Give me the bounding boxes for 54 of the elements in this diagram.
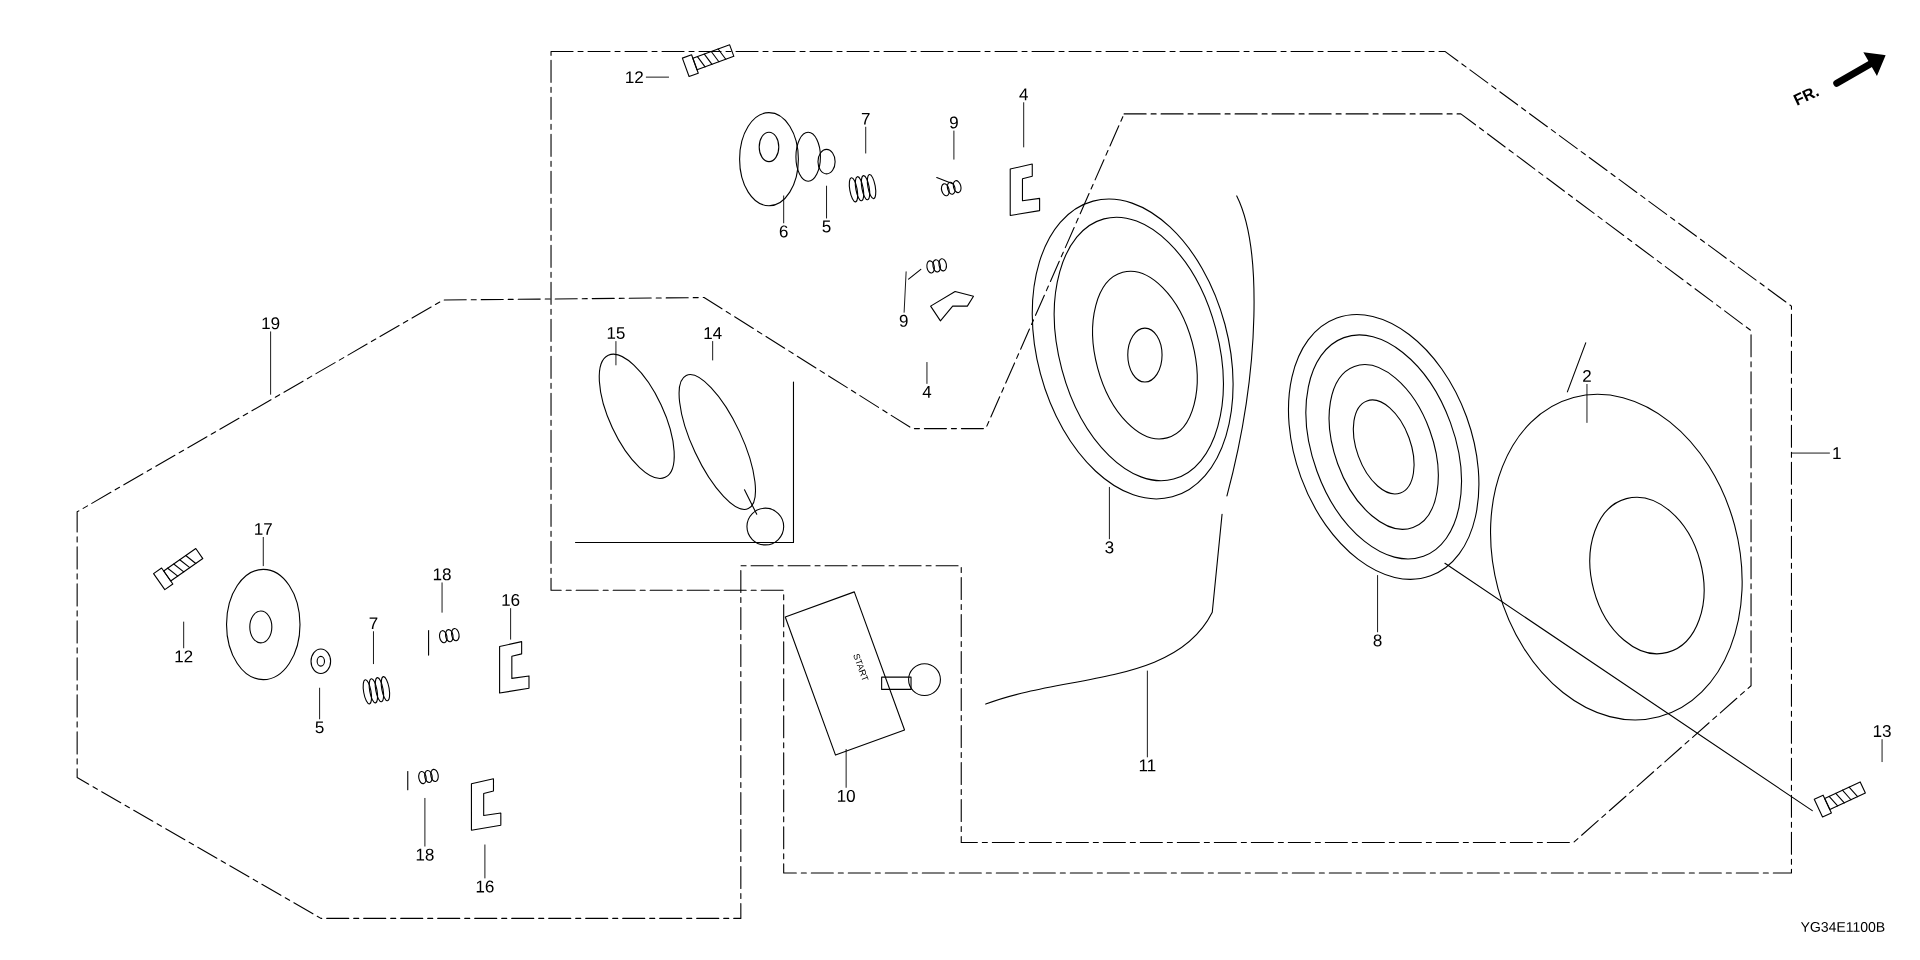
callout-number: 5 xyxy=(315,721,324,734)
drawing-code: YG34E1100B xyxy=(1800,922,1885,932)
callout-number: 7 xyxy=(861,112,870,125)
callout-number: 5 xyxy=(822,220,831,233)
callout-number: 11 xyxy=(1139,759,1156,772)
leader-line xyxy=(1023,102,1025,148)
leader-line xyxy=(1791,452,1830,454)
callout-number: 4 xyxy=(922,386,932,398)
leader-line xyxy=(262,536,264,567)
leader-line xyxy=(1146,670,1148,758)
callout-number: 18 xyxy=(416,848,434,861)
leader-line xyxy=(615,341,617,366)
leader-line xyxy=(270,331,272,395)
callout-number: 4 xyxy=(1019,88,1028,101)
leader-line xyxy=(1108,486,1110,540)
leader-line xyxy=(1586,383,1588,423)
callout-number: 3 xyxy=(1105,541,1114,554)
callout-number: 8 xyxy=(1373,634,1382,647)
leader-line xyxy=(826,185,827,219)
leader-line xyxy=(373,631,374,665)
leader-line xyxy=(783,195,785,224)
leader-line xyxy=(845,748,847,788)
callout-number: 2 xyxy=(1583,370,1591,382)
leader-line xyxy=(953,130,955,160)
callout-number: 9 xyxy=(949,116,958,129)
leader-line xyxy=(484,844,486,879)
callout-number: 17 xyxy=(255,523,272,535)
leader-line xyxy=(712,341,714,361)
callout-number: 16 xyxy=(476,880,494,893)
callout-number: 14 xyxy=(704,327,722,339)
leader-line xyxy=(903,271,907,313)
leader-line xyxy=(1881,739,1883,763)
leader-line xyxy=(441,582,443,613)
leader-line xyxy=(865,126,867,154)
callout-number: 1 xyxy=(1833,447,1841,459)
leader-line xyxy=(926,362,928,384)
leader-line xyxy=(510,608,512,640)
leader-line xyxy=(183,621,185,649)
callout-number: 6 xyxy=(779,225,788,238)
leader-line xyxy=(424,797,426,847)
callout-number: 13 xyxy=(1873,725,1891,738)
callout-number: 19 xyxy=(262,317,280,330)
callout-number: 12 xyxy=(175,650,193,663)
direction-label: FR. xyxy=(1793,88,1820,106)
callout-number: 9 xyxy=(899,314,908,327)
callout-number: 10 xyxy=(838,789,855,802)
callout-number: 15 xyxy=(607,327,625,339)
callout-number: 7 xyxy=(369,617,378,630)
callout-number: 12 xyxy=(626,71,643,84)
callout-number: 18 xyxy=(433,568,451,581)
leader-line xyxy=(319,687,321,720)
leader-line xyxy=(1377,575,1378,633)
callout-number: 16 xyxy=(502,594,520,607)
leader-line xyxy=(645,76,670,78)
